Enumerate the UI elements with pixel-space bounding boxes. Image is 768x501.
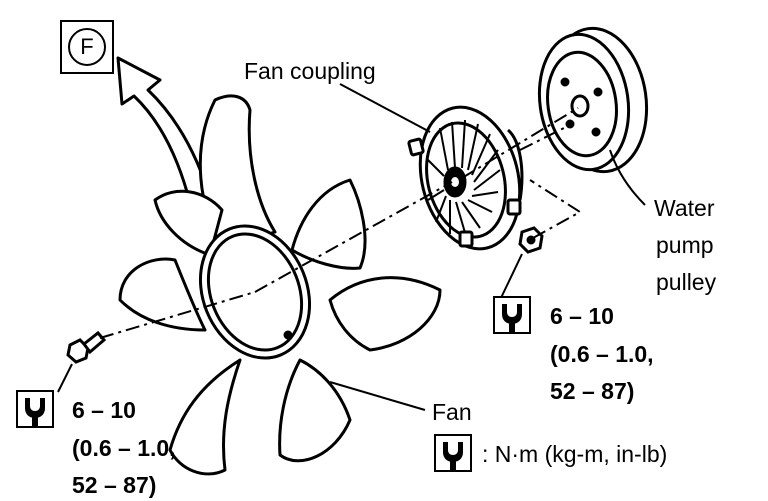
- torque-left-value: 6 – 10: [72, 397, 136, 423]
- torque-wrench-icon: [16, 390, 54, 428]
- assembly-lines: [99, 107, 582, 339]
- leader-lines: [57, 83, 646, 411]
- front-direction-icon: F: [68, 28, 106, 66]
- water-pump-pulley-label-line1: Water: [654, 195, 715, 221]
- fan-coupling-label: Fan coupling: [244, 58, 376, 84]
- fan-blades: [118, 94, 442, 476]
- water-pump-pulley: [537, 26, 649, 174]
- water-pump-pulley-label-line2: pump: [656, 232, 714, 258]
- torque-wrench-icon: [434, 434, 472, 472]
- torque-right-metric: (0.6 – 1.0,: [550, 341, 654, 367]
- front-marker: F: [60, 20, 114, 74]
- torque-wrench-icon: [493, 296, 531, 334]
- fan-coupling: [407, 105, 524, 251]
- torque-right-value: 6 – 10: [550, 303, 614, 329]
- bolt: [66, 330, 107, 364]
- torque-left-metric: (0.6 – 1.0,: [72, 435, 176, 461]
- nut: [518, 226, 544, 254]
- torque-right-imperial: 52 – 87): [550, 378, 635, 404]
- front-marker-letter: F: [80, 34, 94, 59]
- fan-label: Fan: [432, 399, 472, 425]
- torque-units-legend: : N·m (kg-m, in-lb): [482, 441, 668, 467]
- water-pump-pulley-label-line3: pulley: [656, 269, 717, 295]
- torque-left-imperial: 52 – 87): [72, 472, 157, 498]
